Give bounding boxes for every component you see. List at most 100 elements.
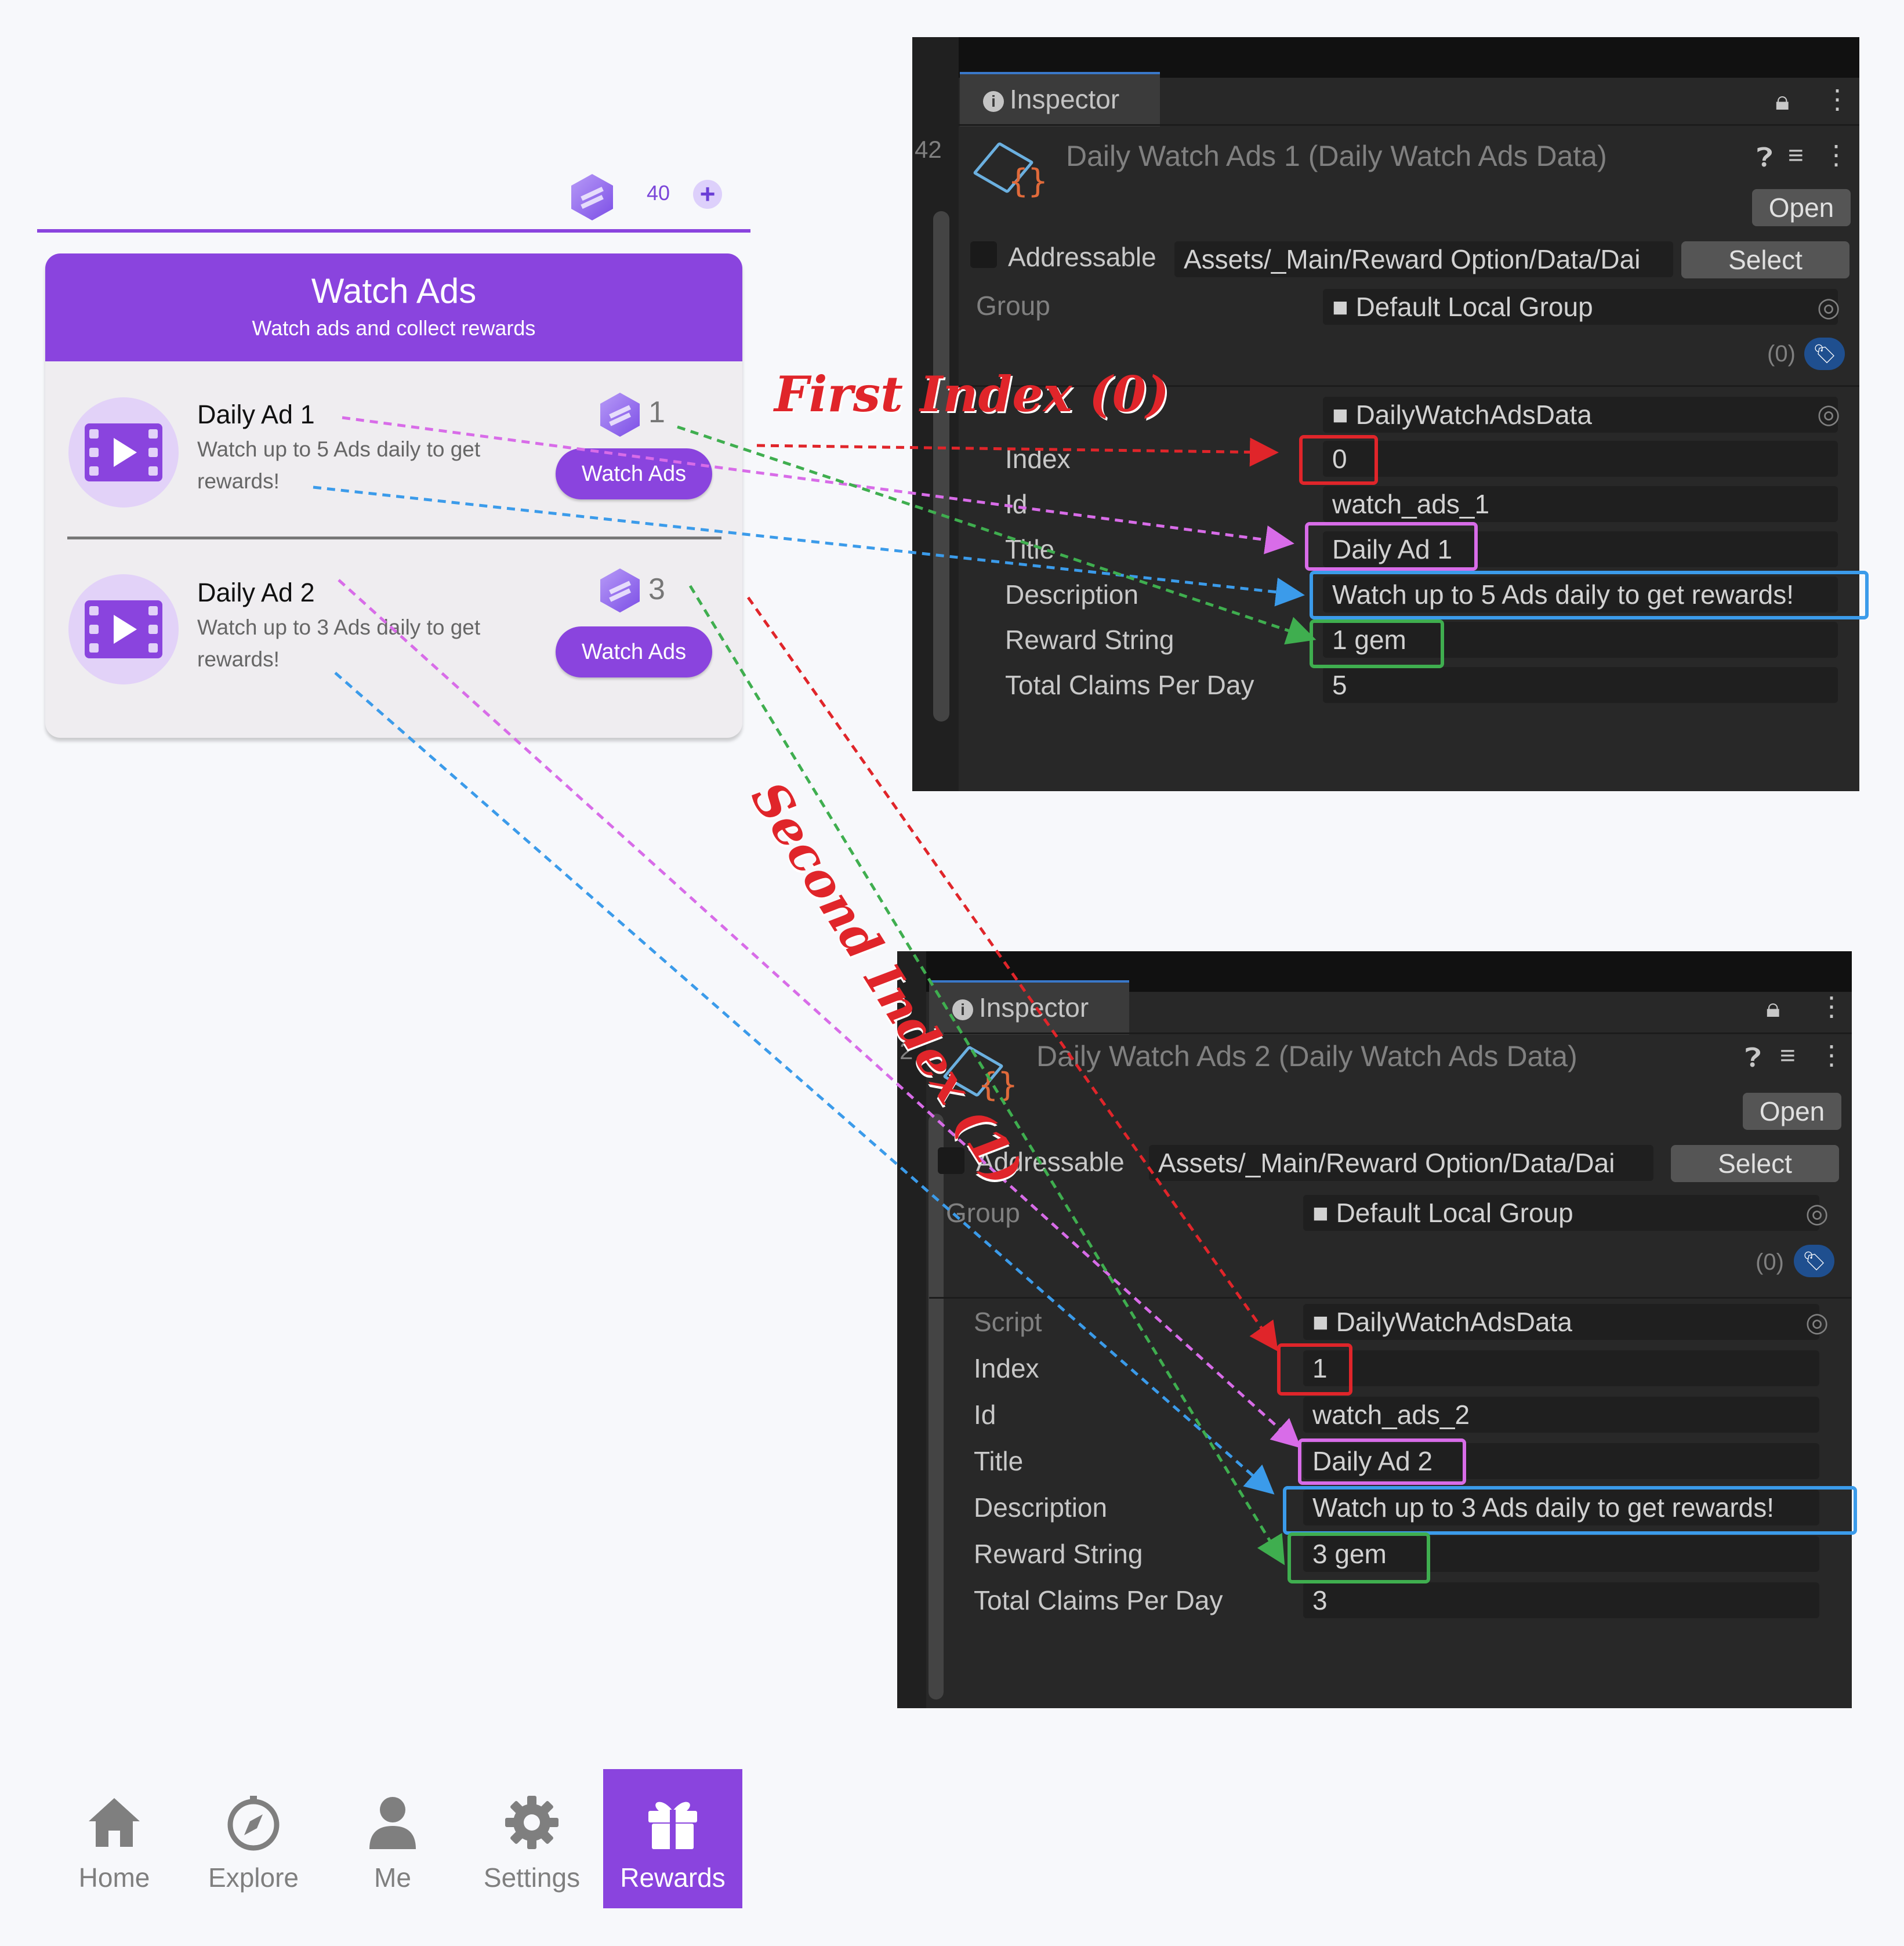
preset-icon[interactable]: ≡ (1780, 1040, 1796, 1070)
script-value: DailyWatchAdsData (1336, 1307, 1572, 1337)
ad-description: Watch up to 3 Ads daily to get rewards! (197, 615, 481, 671)
nav-label: Home (78, 1862, 150, 1893)
field-label-description: Description (1005, 579, 1139, 610)
more-icon[interactable]: ⋮ (1818, 991, 1845, 1021)
help-icon[interactable]: ❓︎ (1745, 1042, 1761, 1072)
reward-amount: 1 (648, 396, 665, 429)
arrow-index-2 (746, 596, 1278, 1352)
ad-description: Watch up to 5 Ads daily to get rewards! (197, 437, 481, 493)
nav-label: Rewards (620, 1862, 726, 1893)
script-icon: ■ (1332, 400, 1356, 430)
tab-inspector[interactable]: i Inspector (929, 980, 1129, 1035)
target-icon[interactable]: ◎ (1817, 398, 1841, 429)
arrow-reward-2 (688, 585, 1285, 1566)
index-highlight-2 (1277, 1343, 1352, 1396)
title-field[interactable]: Daily Ad 1 (1323, 531, 1838, 567)
asset-title: Daily Watch Ads 2 (Daily Watch Ads Data) (1036, 1040, 1577, 1072)
video-icon (68, 574, 179, 684)
arrow-index-1 (756, 437, 1279, 467)
total-claims-field[interactable]: 5 (1323, 667, 1838, 703)
group-label: Group (946, 1198, 1020, 1228)
lock-icon[interactable]: 🔒︎ (1766, 992, 1780, 1023)
target-icon[interactable]: ◎ (1805, 1307, 1829, 1337)
nav-me[interactable]: Me (323, 1769, 462, 1908)
info-icon: i (952, 999, 973, 1020)
more-icon[interactable]: ⋮ (1824, 84, 1851, 114)
labels-count: (0) (1756, 1249, 1784, 1275)
card-header: Watch Ads Watch ads and collect rewards (45, 253, 742, 361)
reward-string-field[interactable]: 1 gem (1323, 622, 1838, 658)
help-icon[interactable]: ❓︎ (1757, 142, 1773, 172)
top-toolbar (912, 37, 1859, 78)
left-gutter (897, 951, 926, 1708)
ad-title: Daily Ad 1 (197, 400, 315, 429)
target-icon[interactable]: ◎ (1817, 292, 1841, 322)
field-label-id: Id (974, 1400, 996, 1430)
nav-settings[interactable]: Settings (462, 1769, 601, 1908)
ad-row-2: Daily Ad 2 Watch up to 3 Ads daily to ge… (45, 539, 742, 713)
more-icon[interactable]: ⋮ (1818, 1040, 1845, 1070)
field-label-id: Id (1005, 489, 1028, 519)
info-icon: i (983, 90, 1004, 112)
folder-icon: ■ (1312, 1198, 1336, 1228)
add-gems-button[interactable]: + (693, 180, 722, 209)
id-field[interactable]: watch_ads_1 (1323, 486, 1838, 522)
total-claims-field[interactable]: 3 (1303, 1582, 1819, 1618)
inspector-panel-2: 2 i Inspector 🔒︎ ⋮ {} Daily Watch Ads 2 (… (897, 951, 1852, 1708)
more-icon[interactable]: ⋮ (1823, 140, 1849, 170)
scrollbar[interactable] (929, 1114, 944, 1699)
ad-row-1: Daily Ad 1 Watch up to 5 Ads daily to ge… (45, 361, 742, 535)
lock-icon[interactable]: 🔒︎ (1775, 85, 1790, 115)
gem-icon (571, 174, 613, 220)
arrow-title-1 (342, 416, 1294, 555)
gem-count: 40 (647, 181, 670, 205)
field-label-description: Description (974, 1492, 1108, 1523)
script-field: ■ DailyWatchAdsData (1323, 397, 1838, 433)
user-icon (369, 1797, 416, 1849)
address-path-field[interactable]: Assets/_Main/Reward Option/Data/Dai (1149, 1145, 1653, 1181)
tab-label: Inspector (1010, 84, 1120, 114)
nav-rewards[interactable]: Rewards (603, 1769, 742, 1908)
scriptable-object-icon: {} (942, 1045, 1017, 1104)
tab-label: Inspector (979, 992, 1089, 1023)
open-button[interactable]: Open (1752, 189, 1851, 226)
index-highlight-1 (1299, 435, 1378, 485)
open-button[interactable]: Open (1743, 1093, 1841, 1130)
watch-ads-card: Watch Ads Watch ads and collect rewards … (45, 253, 742, 738)
description-field[interactable]: Watch up to 5 Ads daily to get rewards! (1323, 577, 1838, 613)
group-dropdown[interactable]: ■ Default Local Group (1323, 289, 1838, 325)
id-field[interactable]: watch_ads_2 (1303, 1397, 1819, 1433)
title-field[interactable]: Daily Ad 2 (1303, 1443, 1819, 1479)
group-dropdown[interactable]: ■ Default Local Group (1303, 1195, 1819, 1231)
preset-icon[interactable]: ≡ (1788, 140, 1804, 170)
addressable-checkbox[interactable] (938, 1147, 964, 1174)
title-highlight-1 (1305, 522, 1478, 571)
tag-icon[interactable]: 🏷︎ (1804, 338, 1845, 370)
video-icon (68, 397, 179, 508)
labels-count: (0) (1767, 341, 1796, 367)
group-value: Default Local Group (1336, 1198, 1573, 1228)
addressable-checkbox[interactable] (970, 241, 997, 268)
row-divider (67, 537, 721, 539)
asset-title: Daily Watch Ads 1 (Daily Watch Ads Data) (1066, 140, 1607, 172)
tag-icon[interactable]: 🏷︎ (1794, 1245, 1834, 1277)
select-button[interactable]: Select (1681, 241, 1849, 278)
scrollbar[interactable] (933, 211, 949, 722)
addressable-label: Addressable (1008, 242, 1156, 272)
nav-home[interactable]: Home (45, 1769, 184, 1908)
gutter-number: 2 (900, 1037, 913, 1064)
address-path-field[interactable]: Assets/_Main/Reward Option/Data/Dai (1174, 241, 1673, 277)
watch-ads-button[interactable]: Watch Ads (556, 626, 712, 677)
target-icon[interactable]: ◎ (1805, 1198, 1829, 1228)
tab-inspector[interactable]: i Inspector (960, 72, 1160, 126)
field-label-title: Title (974, 1446, 1024, 1476)
reward-string-field[interactable]: 3 gem (1303, 1536, 1819, 1572)
index-field[interactable]: 0 (1323, 441, 1838, 477)
script-icon: ■ (1312, 1307, 1336, 1337)
index-field[interactable]: 1 (1303, 1350, 1819, 1386)
reward-amount: 3 (648, 572, 665, 606)
nav-explore[interactable]: Explore (184, 1769, 323, 1908)
description-field[interactable]: Watch up to 3 Ads daily to get rewards! (1303, 1490, 1819, 1525)
select-button[interactable]: Select (1671, 1145, 1839, 1182)
reward-highlight-2 (1288, 1532, 1430, 1583)
